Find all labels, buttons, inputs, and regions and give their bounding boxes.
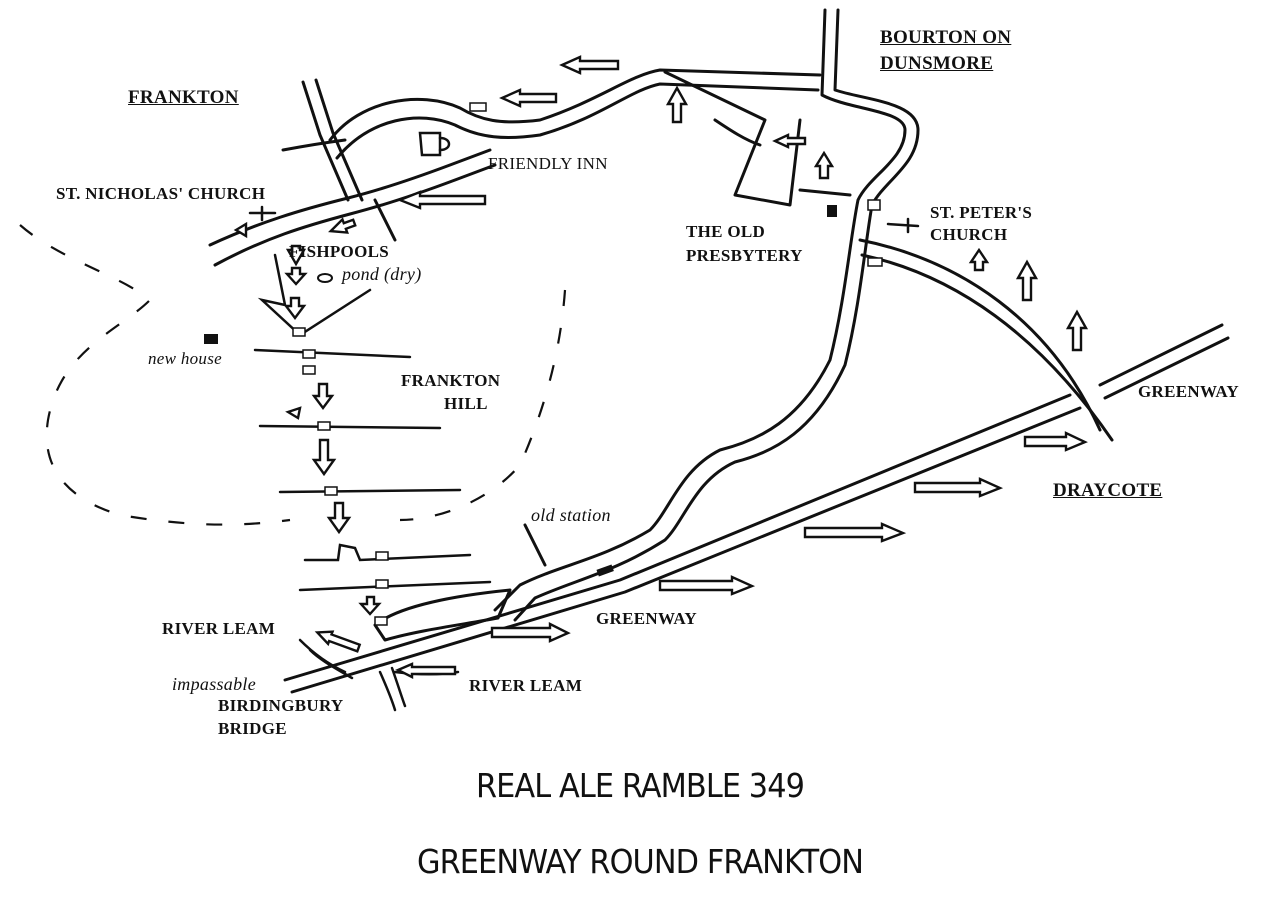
label-bridge-line1: BIRDINGBURY <box>218 696 344 715</box>
label-frankton: FRANKTON <box>128 87 239 108</box>
road-frankton-north <box>301 80 350 202</box>
field-line-1 <box>253 348 412 359</box>
greenway-line <box>283 393 1072 682</box>
road-south-spur <box>373 198 397 242</box>
road-frankton-loop-inner <box>335 82 820 160</box>
dashed-boundary <box>19 224 291 526</box>
label-st-nicholas: ST. NICHOLAS' CHURCH <box>56 184 266 203</box>
label-old-station: old station <box>531 505 611 525</box>
label-bourton-line1: BOURTON ON <box>880 27 1012 48</box>
road-main-west <box>208 148 492 247</box>
presbytery-building-icon <box>827 205 837 217</box>
label-old-presbytery-line2: PRESBYTERY <box>686 246 803 265</box>
label-frankton-hill-line1: FRANKTON <box>401 371 501 390</box>
road-main-west-2 <box>213 163 497 267</box>
label-old-presbytery-line1: THE OLD <box>686 222 766 241</box>
label-frankton-hill-line2: HILL <box>444 394 488 413</box>
map-title: REAL ALE RAMBLE 349 <box>475 766 805 805</box>
field-line-3 <box>278 488 462 494</box>
label-friendly-inn: FRIENDLY INN <box>488 154 608 173</box>
label-fishpools: FISHPOOLS <box>289 242 390 261</box>
map-subtitle: GREENWAY ROUND FRANKTON <box>417 842 864 881</box>
dashed-boundary-east <box>399 289 567 522</box>
label-bourton-line2: DUNSMORE <box>880 53 994 74</box>
label-pond: pond (dry) <box>342 264 422 284</box>
label-greenway-south: GREENWAY <box>596 609 697 628</box>
stile-icons <box>292 102 883 626</box>
presbytery-plot <box>663 70 802 207</box>
road-frankton-north-2 <box>314 78 364 202</box>
pub-mug-icon <box>418 131 451 157</box>
road-bourton-north <box>493 8 907 612</box>
greenway-line-2 <box>290 406 1082 694</box>
presbytery-track <box>713 118 762 147</box>
label-river-leam-west: RIVER LEAM <box>162 619 276 638</box>
field-line-5 <box>298 580 492 592</box>
field-line-6 <box>257 253 372 337</box>
road-draycote-2 <box>860 253 1114 442</box>
new-house-icon <box>204 334 218 344</box>
greenway-loop <box>373 588 512 642</box>
label-st-peters-line2: CHURCH <box>930 225 1008 244</box>
label-river-leam-east: RIVER LEAM <box>469 676 583 695</box>
label-new-house: new house <box>148 349 222 368</box>
label-greenway-east: GREENWAY <box>1138 382 1239 401</box>
label-st-peters-line1: ST. PETER'S <box>930 203 1033 222</box>
river-leam-south <box>378 670 397 712</box>
field-line-2 <box>258 424 442 430</box>
road-frankton-loop <box>328 68 822 142</box>
road-bourton-north-2 <box>513 8 920 622</box>
label-draycote: DRAYCOTE <box>1053 480 1163 501</box>
river-leam-south-2 <box>390 666 407 708</box>
road-old-station <box>523 523 547 567</box>
presbytery-wall <box>798 188 852 197</box>
label-impassable: impassable <box>172 674 256 694</box>
label-bridge-line2: BRIDGE <box>218 719 287 738</box>
road-draycote <box>858 238 1102 432</box>
st-nicholas-cross-icon <box>248 205 277 222</box>
greenway-east-2 <box>1103 336 1230 400</box>
st-peters-cross-icon <box>886 217 920 234</box>
road-frankton-west <box>281 138 347 152</box>
route-arrows <box>233 55 1089 679</box>
greenway-east <box>1098 323 1224 387</box>
pond-icon <box>317 273 333 283</box>
old-station-building-icon <box>596 564 614 577</box>
river-leam-west-2 <box>308 648 354 680</box>
